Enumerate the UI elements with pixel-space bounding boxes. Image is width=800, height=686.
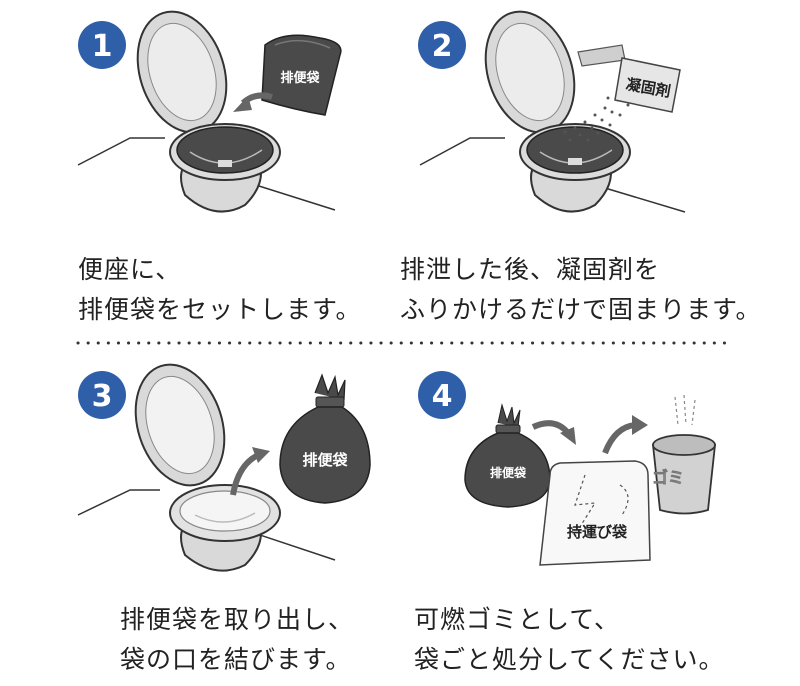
step-3-caption: 排便袋を取り出し、 袋の口を結びます。 [120,600,354,680]
step-3-bag-label: 排便袋 [302,451,348,469]
step-2-badge: 2 [418,21,466,69]
toilet-icon [136,10,281,213]
arrow-icon [233,92,273,112]
step-4-bin-label: ゴミ [652,468,684,487]
step-1-illustration: 1 排便袋 [77,10,342,213]
step-4-line-2: 袋ごと処分してください。 [414,645,725,674]
step-3-line-1: 排便袋を取り出し、 [120,605,355,634]
step-2-illustration: 2 凝固剤 [418,10,686,213]
step-4-line-1: 可燃ゴミとして、 [414,605,621,634]
step-4-bag-label: 排便袋 [490,465,527,480]
step-4-carry-bag-label: 持運び袋 [567,523,628,541]
step-1-caption: 便座に、 排便袋をセットします。 [78,250,362,330]
step-1-badge: 1 [78,21,126,69]
tied-bag-icon: 排便袋 [279,373,371,504]
step-2-line-1: 排泄した後、凝固剤を [400,255,661,284]
step-1-line-2: 排便袋をセットします。 [78,295,362,324]
step-4-number: 4 [432,379,453,414]
step-3-panel: 3 排便袋 排便袋を取り出し、 袋の口を結びます。 [0,355,400,686]
tied-bag-icon: 排便袋 [464,403,551,508]
step-2-caption: 排泄した後、凝固剤を ふりかけるだけで固まります。 [400,250,762,330]
powder-spray-icon [563,90,630,142]
arrow-icon [602,415,648,455]
step-4-panel: 4 排便袋 持運び袋 ゴミ [400,355,800,686]
dotted-divider [76,341,736,345]
trash-bin-icon: ゴミ [652,394,717,515]
step-3-number: 3 [92,379,113,414]
arrow-icon [230,447,270,496]
step-2-line-2: ふりかけるだけで固まります。 [400,295,762,324]
step-2-number: 2 [432,29,453,64]
step-4-illustration: 4 排便袋 持運び袋 ゴミ [418,371,717,566]
toilet-icon [134,363,281,572]
waste-bag-icon: 排便袋 [261,34,342,116]
carry-bag-icon: 持運び袋 [539,460,651,566]
arrow-icon [531,420,576,445]
step-3-illustration: 3 排便袋 [77,363,371,572]
step-1-line-1: 便座に、 [78,255,182,284]
step-4-caption: 可燃ゴミとして、 袋ごと処分してください。 [414,600,725,680]
step-1-bag-label: 排便袋 [280,70,320,86]
toilet-icon [484,10,631,213]
step-1-number: 1 [92,29,113,64]
coagulant-packet-icon: 凝固剤 [577,44,681,113]
step-3-badge: 3 [78,371,126,419]
step-2-panel: 2 凝固剤 排泄した後、凝固剤を ふりか [400,0,800,340]
step-1-panel: 1 排便袋 便座に、 排便袋をセットします。 [0,0,400,340]
step-4-badge: 4 [418,371,466,419]
step-3-line-2: 袋の口を結びます。 [120,645,352,674]
